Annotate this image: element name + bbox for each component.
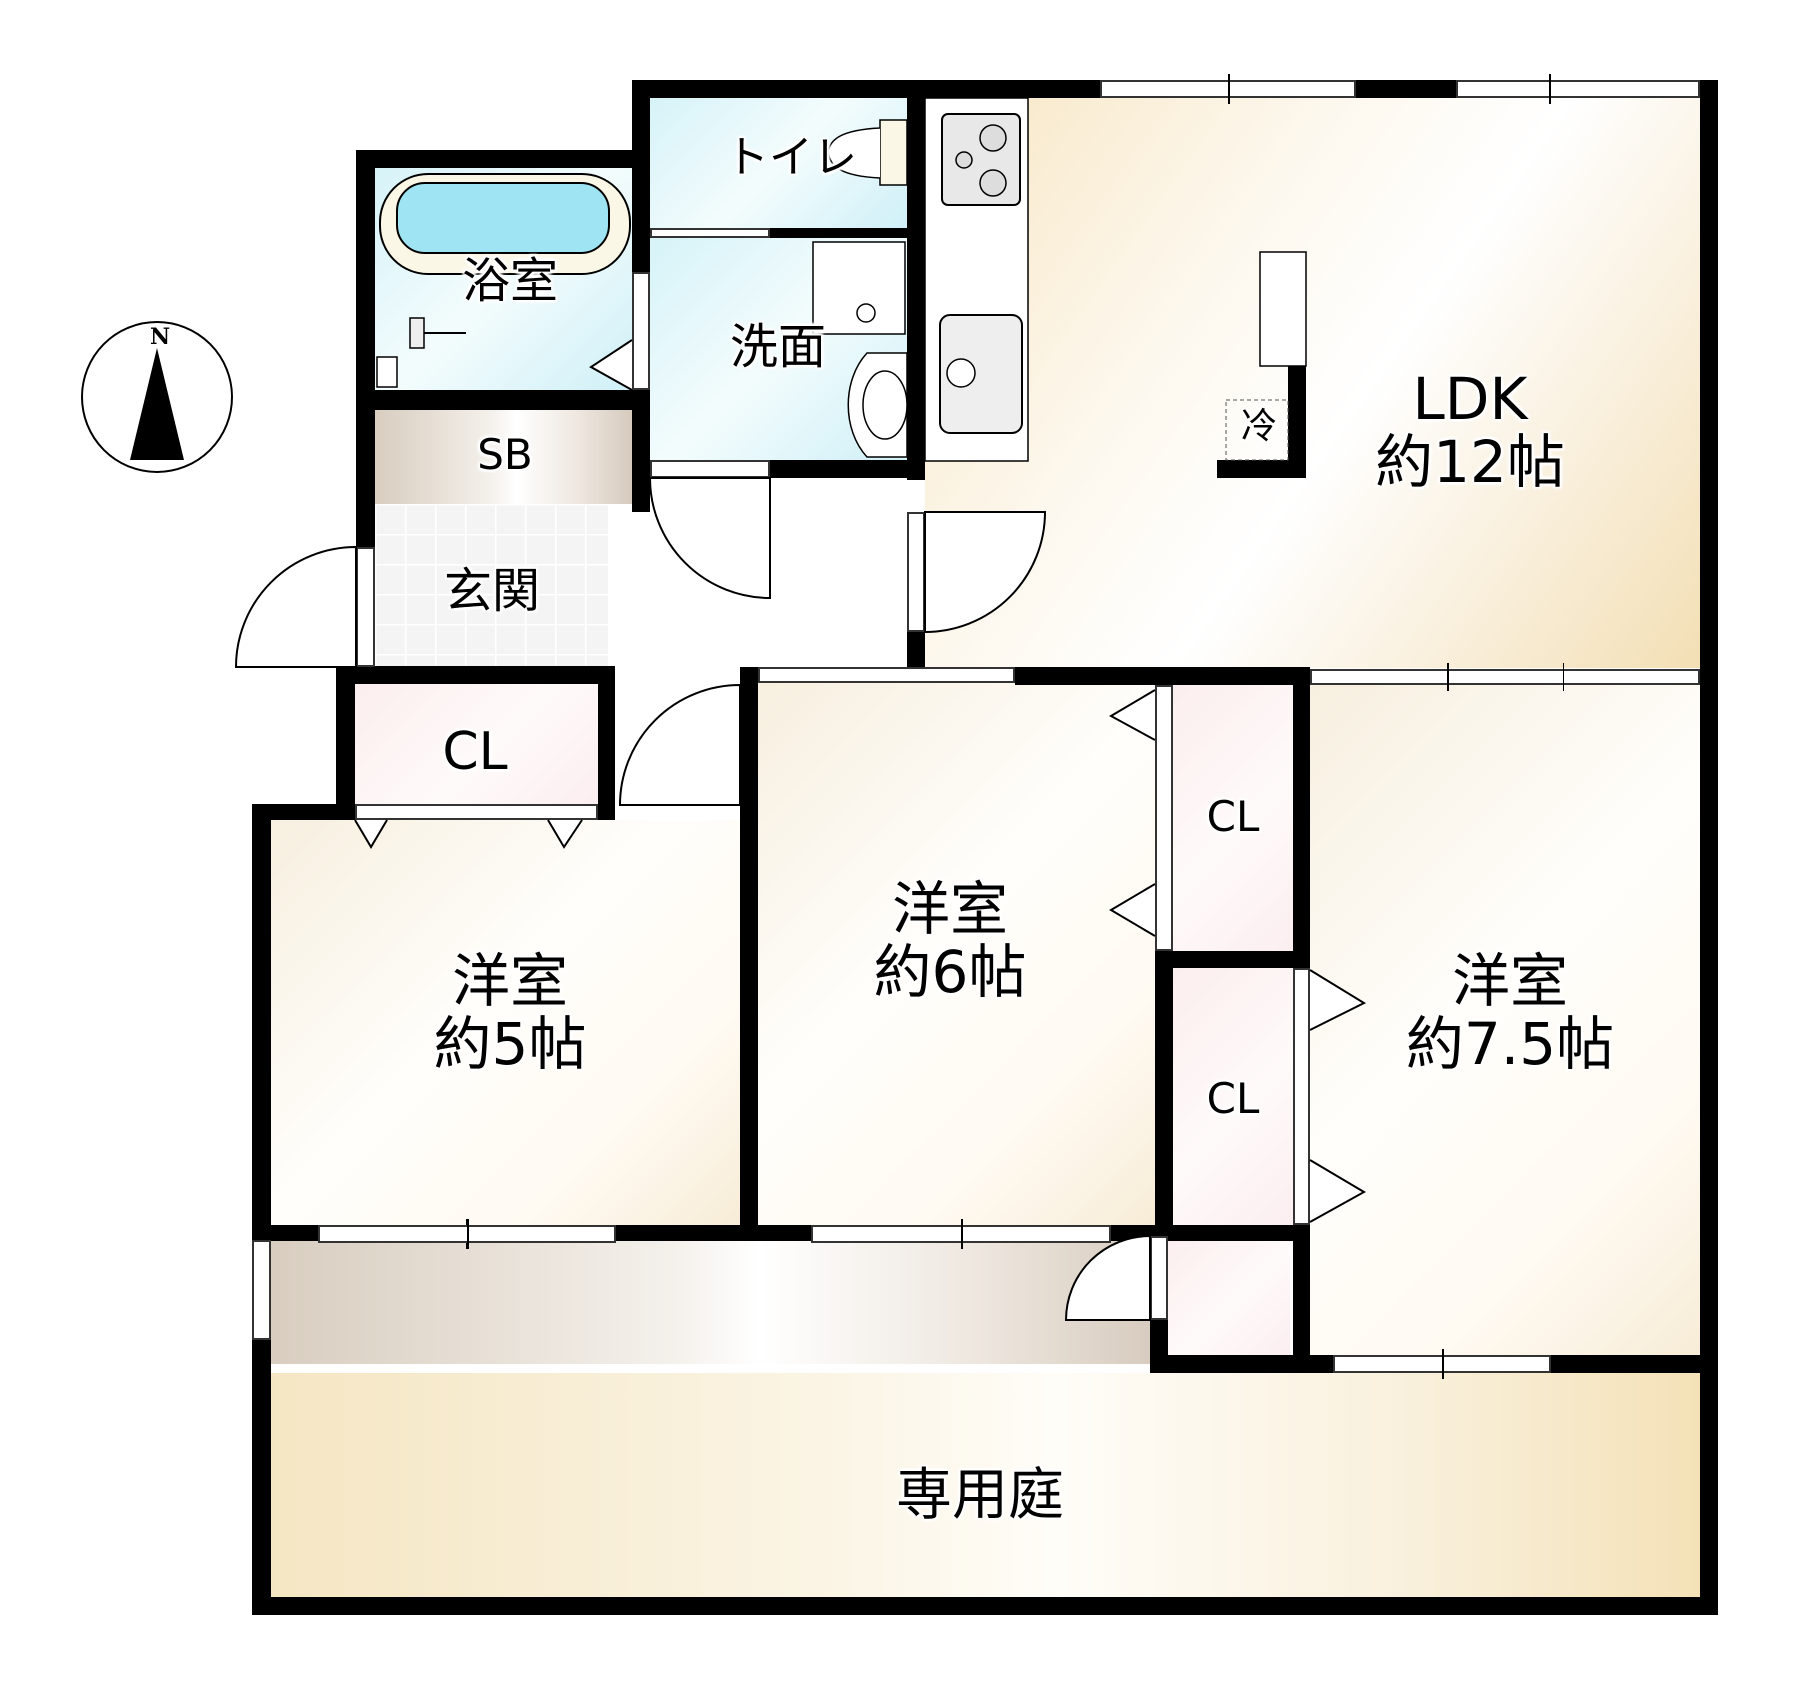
toilet-label: トイレ <box>725 132 857 183</box>
western-5-label: 洋室 約5帖 <box>400 950 620 1075</box>
closet-upper-label: CL <box>1206 792 1260 841</box>
closet-entry-label: CL <box>442 722 508 782</box>
ldk-title: LDK <box>1412 365 1528 433</box>
sliding-door[interactable] <box>650 228 770 238</box>
wall <box>356 150 650 168</box>
wall <box>632 400 650 512</box>
western-room-75 <box>1310 685 1700 1355</box>
compass-north-label: N <box>149 324 171 350</box>
north-compass-icon <box>81 321 233 473</box>
closet-small <box>1168 1236 1290 1356</box>
western-6-label: 洋室 約6帖 <box>840 878 1060 1003</box>
wall <box>907 632 925 668</box>
wall <box>356 505 375 547</box>
wall <box>907 80 925 480</box>
wall <box>1700 80 1718 1615</box>
ldk-room <box>925 98 1700 668</box>
window <box>811 1219 1111 1249</box>
window <box>318 1219 616 1249</box>
balcony-strip <box>271 1240 1161 1364</box>
closet-lower-label: CL <box>1206 1074 1260 1123</box>
western-75-size: 約7.5帖 <box>1405 1009 1615 1078</box>
wall <box>770 460 925 478</box>
closet-lower <box>1173 968 1293 1225</box>
wall <box>252 1340 271 1615</box>
closet-door[interactable] <box>1155 685 1173 951</box>
closet-door[interactable] <box>355 804 598 820</box>
wall <box>252 804 356 820</box>
fridge-label: 冷 <box>1240 406 1277 447</box>
bath-label: 浴室 <box>461 253 558 309</box>
private-garden <box>271 1373 1700 1597</box>
wall <box>356 390 632 410</box>
window <box>1333 1349 1551 1379</box>
wall <box>1155 951 1310 968</box>
wall <box>1145 667 1310 685</box>
western-75-label: 洋室 約7.5帖 <box>1380 950 1640 1075</box>
entrance <box>375 504 608 667</box>
sliding-door[interactable] <box>758 667 1015 683</box>
bath-door[interactable] <box>632 272 650 390</box>
closet-upper <box>1173 683 1293 951</box>
closet-entry <box>355 684 598 804</box>
wall <box>598 666 615 820</box>
ldk-label: LDK 約12帖 <box>1330 368 1610 493</box>
wall <box>252 804 271 1240</box>
western-5-size: 約5帖 <box>433 1009 587 1078</box>
window <box>1456 74 1700 104</box>
sliding-partition <box>1310 663 1700 691</box>
shoe-box <box>375 410 632 504</box>
western-room-6 <box>758 683 1155 1225</box>
wall <box>1155 951 1173 1241</box>
wall <box>770 228 925 238</box>
closet-door[interactable] <box>1293 968 1310 1225</box>
window <box>252 1240 271 1340</box>
western-6-title: 洋室 <box>891 875 1008 943</box>
washroom-label: 洗面 <box>729 319 826 375</box>
ldk-size: 約12帖 <box>1375 427 1565 496</box>
shoe-box-label: SB <box>477 430 533 479</box>
wall <box>356 150 375 505</box>
window <box>1100 74 1356 104</box>
wall <box>336 666 355 820</box>
western-75-title: 洋室 <box>1451 947 1568 1015</box>
garden-label: 専用庭 <box>896 1463 1064 1528</box>
wall <box>252 1597 1718 1615</box>
western-6-size: 約6帖 <box>873 937 1027 1006</box>
wall <box>740 667 758 1240</box>
entrance-label: 玄関 <box>443 563 540 619</box>
wall <box>1015 667 1145 685</box>
western-5-title: 洋室 <box>451 947 568 1015</box>
western-room-5 <box>271 820 740 1225</box>
wall <box>336 666 615 684</box>
